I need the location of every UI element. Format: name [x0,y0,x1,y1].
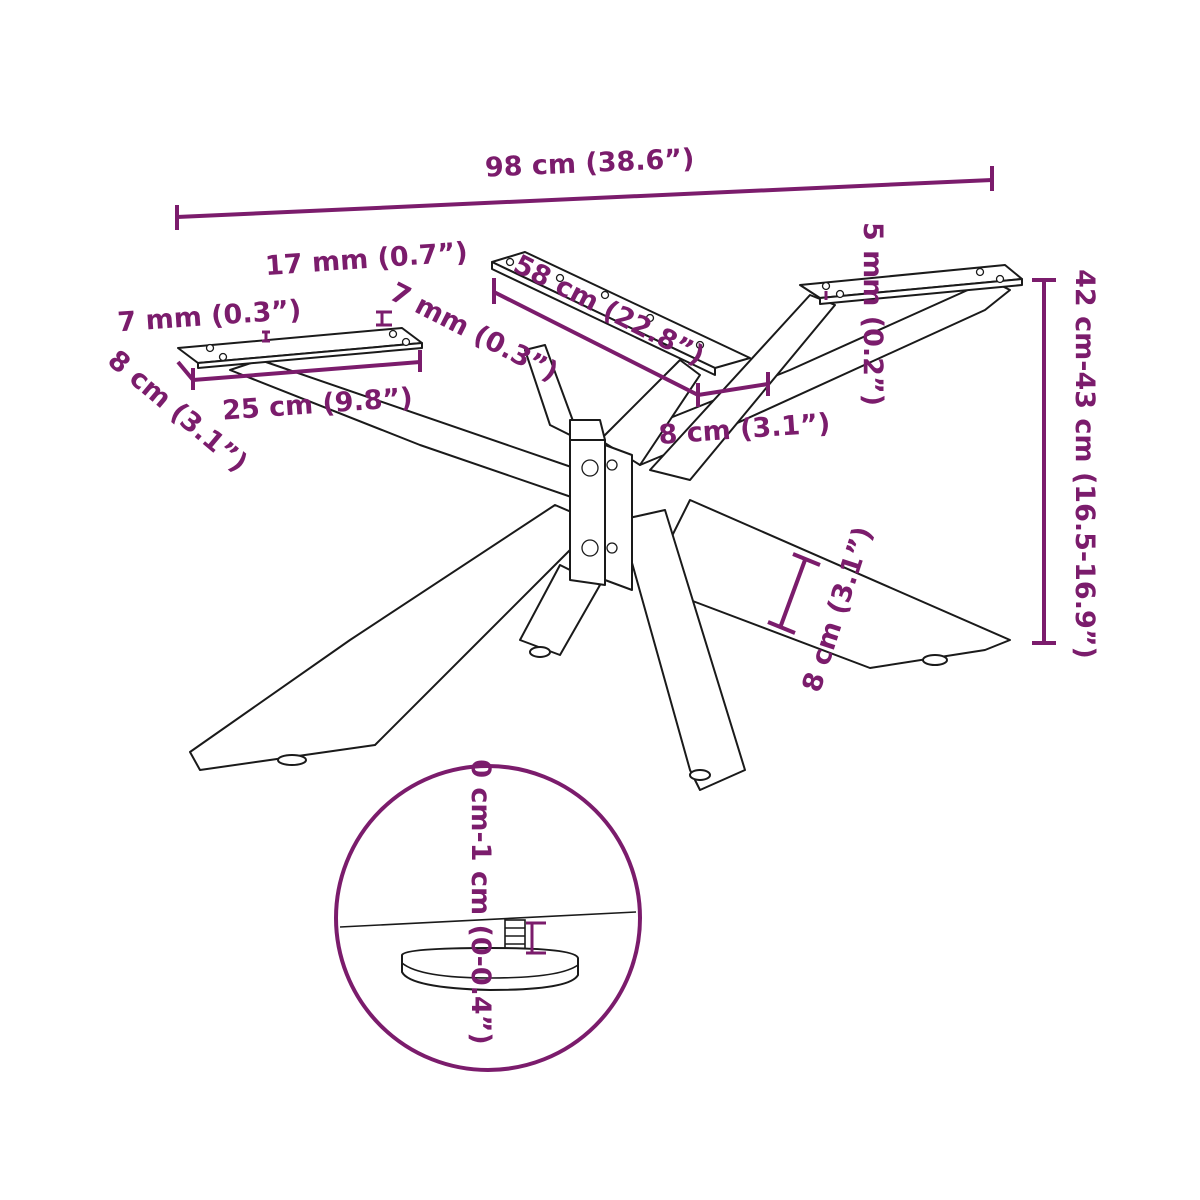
foot-detail [334,764,642,1072]
foot-glide-right [922,654,948,666]
foot-glide-center [689,769,711,781]
plate-center-hole-4 [645,313,655,323]
center-bracket-top [569,419,606,441]
nut-bottom-icon [606,542,618,554]
dim-line-leg-width [778,559,807,629]
plate-right-hole-1 [821,281,831,291]
plate-right-hole-2 [835,289,845,299]
detail-floor-line [339,911,637,928]
plate-center-hole-5 [695,340,705,350]
plate-right-hole-3 [975,267,985,277]
bolt-bottom-icon [581,539,599,557]
detail-circle [334,764,642,1072]
detail-thread-lines [505,927,525,953]
bolt-top-icon [581,459,599,477]
plate-center-hole-3 [600,290,610,300]
label-height: 42 cm-43 cm (16.5-16.9”) [1069,269,1100,659]
label-right-plate-thickness: 5 mm (0.2”) [857,222,888,406]
dim-line-total-length [176,178,993,219]
nut-top-icon [606,459,618,471]
plate-right-hole-4 [995,274,1005,284]
label-total-length: 98 cm (38.6”) [484,143,695,183]
dim-tick-leg-b [767,620,796,635]
foot-glide-back [529,646,551,658]
plate-left-edge [197,342,423,369]
label-small-gap-left: 7 mm (0.3”) [116,295,302,339]
plate-left-hole-2 [218,352,228,362]
leg-center-front [619,509,746,791]
plate-center-hole-1 [505,257,515,267]
label-foot-adjust: 0 cm-1 cm (0-0.4”) [465,759,496,1045]
dimension-lines [175,166,1056,645]
dim-line-center-plate-width [697,382,769,397]
leg-back-left [229,359,581,501]
plate-center-edge [491,261,716,376]
label-small-gap-mid: 7 mm (0.3”) [385,277,563,388]
dim-tick-leg-a [792,552,821,567]
detail-glide-disk [401,946,579,992]
table-base-drawing [177,251,1023,791]
dim-line-center-plate-length [493,290,699,397]
plate-right-edge [819,278,1023,305]
plate-center-hole-2 [555,273,565,283]
plate-left-hole-4 [401,337,411,347]
dim-line-left-plate-length [192,360,421,382]
plate-left-hole-1 [205,343,215,353]
detail-glide-disk-edge [401,962,579,979]
plate-left-hole-3 [388,329,398,339]
dim-line-left-plate-width [176,360,195,382]
foot-glide-left [277,754,307,766]
label-plate-thickness-left: 17 mm (0.7”) [264,237,469,282]
